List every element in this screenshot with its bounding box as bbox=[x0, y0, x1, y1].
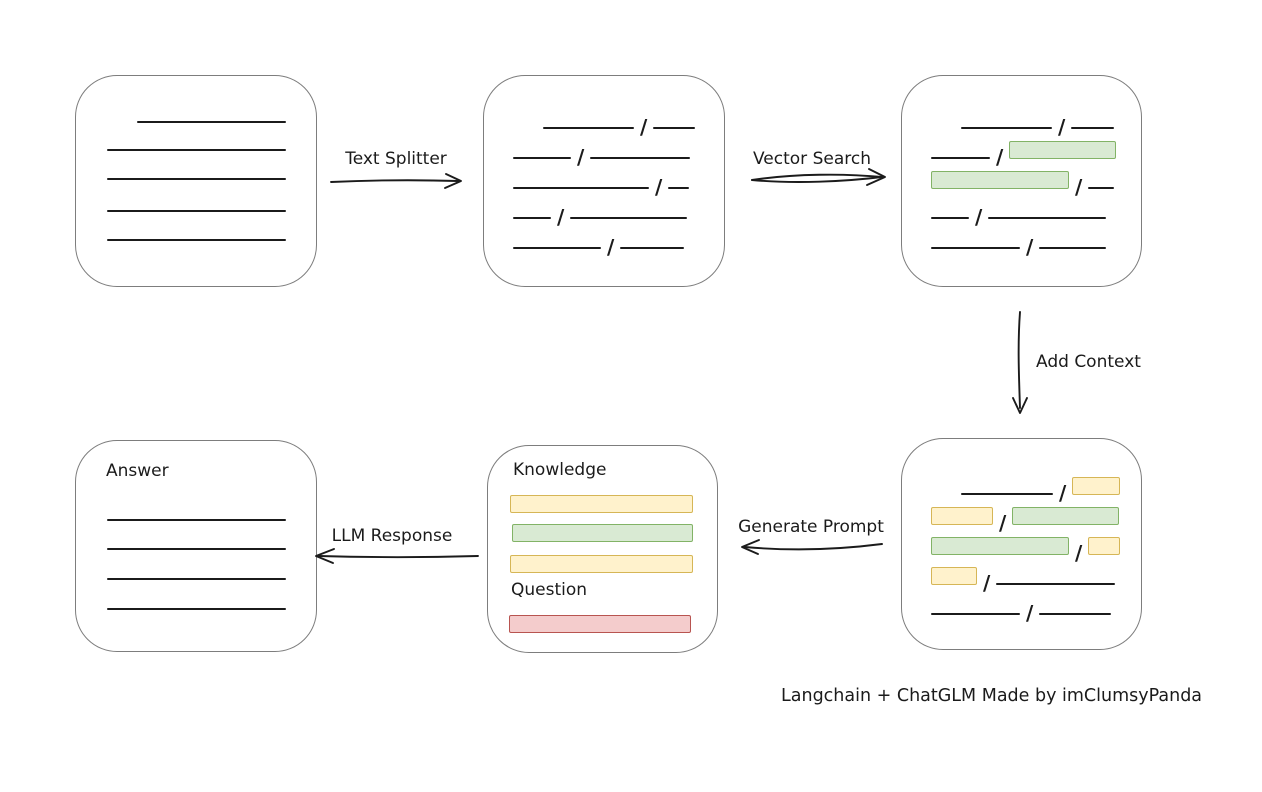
chunk-row bbox=[513, 227, 685, 249]
arrow-left-icon bbox=[741, 539, 883, 555]
slash-separator-icon bbox=[983, 577, 990, 589]
text-line bbox=[107, 178, 286, 180]
chunk-row bbox=[931, 197, 1107, 219]
chunk-row bbox=[513, 167, 690, 189]
chunk-row bbox=[931, 533, 1121, 555]
slash-separator-icon bbox=[1075, 181, 1082, 193]
credit-caption: Langchain + ChatGLM Made by imClumsyPand… bbox=[781, 686, 1203, 706]
chunk-row bbox=[931, 593, 1112, 615]
chunk-line bbox=[961, 127, 1052, 129]
text-line bbox=[107, 578, 286, 580]
slash-separator-icon bbox=[577, 151, 584, 163]
slash-separator-icon bbox=[999, 517, 1006, 529]
text-line bbox=[107, 149, 286, 151]
highlighted-chunk-yellow bbox=[931, 507, 993, 525]
slash-separator-icon bbox=[1058, 121, 1065, 133]
slash-separator-icon bbox=[1059, 487, 1066, 499]
chunk-line bbox=[931, 157, 990, 159]
chunk-line bbox=[543, 127, 634, 129]
text-line bbox=[107, 519, 286, 521]
slash-separator-icon bbox=[996, 151, 1003, 163]
context-chunks-box bbox=[901, 438, 1142, 650]
chunk-line bbox=[988, 217, 1107, 219]
highlighted-chunk-green bbox=[1009, 141, 1117, 159]
question-label: Question bbox=[511, 580, 588, 600]
slash-separator-icon bbox=[1026, 607, 1033, 619]
chunk-line bbox=[513, 247, 601, 249]
highlighted-chunk-yellow bbox=[931, 567, 977, 585]
chunk-line bbox=[996, 583, 1116, 585]
prompt-box: Knowledge Question bbox=[487, 445, 718, 653]
slash-separator-icon bbox=[607, 241, 614, 253]
chunk-line bbox=[620, 247, 685, 249]
retrieved-chunks-box bbox=[901, 75, 1142, 287]
chunk-row bbox=[513, 197, 688, 219]
question-bar-red bbox=[509, 615, 691, 633]
generate-prompt-label: Generate Prompt bbox=[738, 517, 884, 537]
arrow-down-icon bbox=[1012, 311, 1028, 414]
highlighted-chunk-green bbox=[931, 537, 1069, 555]
chunk-line bbox=[513, 157, 571, 159]
llm-response-label: LLM Response bbox=[331, 526, 453, 546]
chunk-line bbox=[570, 217, 688, 219]
chunk-line bbox=[513, 217, 551, 219]
slash-separator-icon bbox=[975, 211, 982, 223]
chunk-row bbox=[513, 137, 691, 159]
slash-separator-icon bbox=[640, 121, 647, 133]
vector-search-label: Vector Search bbox=[753, 149, 871, 169]
chunk-line bbox=[1071, 127, 1115, 129]
chunk-line bbox=[931, 217, 969, 219]
chunk-line bbox=[590, 157, 691, 159]
highlighted-chunk-yellow bbox=[1088, 537, 1121, 555]
text-line bbox=[107, 548, 286, 550]
arrow-right-double-icon bbox=[751, 168, 886, 186]
slash-separator-icon bbox=[1075, 547, 1082, 559]
text-splitter-label: Text Splitter bbox=[345, 149, 447, 169]
slash-separator-icon bbox=[655, 181, 662, 193]
arrow-left-icon bbox=[315, 548, 479, 564]
slash-separator-icon bbox=[1026, 241, 1033, 253]
add-context-label: Add Context bbox=[1036, 352, 1141, 372]
chunk-line bbox=[513, 187, 649, 189]
chunk-row bbox=[931, 473, 1121, 495]
chunk-line bbox=[1088, 187, 1115, 189]
chunk-line bbox=[1039, 613, 1112, 615]
chunk-line bbox=[931, 247, 1020, 249]
knowledge-bar-yellow bbox=[510, 555, 693, 573]
answer-label: Answer bbox=[106, 461, 169, 481]
highlighted-chunk-yellow bbox=[1072, 477, 1121, 495]
knowledge-bar-yellow bbox=[510, 495, 693, 513]
chunk-line bbox=[961, 493, 1053, 495]
chunk-row bbox=[931, 503, 1120, 525]
knowledge-label: Knowledge bbox=[513, 460, 607, 480]
text-line bbox=[137, 121, 286, 123]
chunk-row bbox=[513, 107, 696, 129]
split-chunks-box bbox=[483, 75, 725, 287]
text-line bbox=[107, 239, 286, 241]
chunk-row bbox=[931, 167, 1115, 189]
chunk-row bbox=[931, 137, 1117, 159]
chunk-line bbox=[668, 187, 690, 189]
document-box bbox=[75, 75, 317, 287]
slash-separator-icon bbox=[557, 211, 564, 223]
chunk-line bbox=[931, 613, 1020, 615]
highlighted-chunk-green bbox=[1012, 507, 1120, 525]
chunk-row bbox=[931, 227, 1107, 249]
text-line bbox=[107, 210, 286, 212]
chunk-line bbox=[1039, 247, 1107, 249]
knowledge-bar-green bbox=[512, 524, 693, 542]
answer-box: Answer bbox=[75, 440, 317, 652]
chunk-line bbox=[653, 127, 696, 129]
chunk-row bbox=[931, 563, 1116, 585]
arrow-right-icon bbox=[330, 173, 462, 189]
chunk-row bbox=[931, 107, 1115, 129]
text-line bbox=[107, 608, 286, 610]
highlighted-chunk-green bbox=[931, 171, 1069, 189]
